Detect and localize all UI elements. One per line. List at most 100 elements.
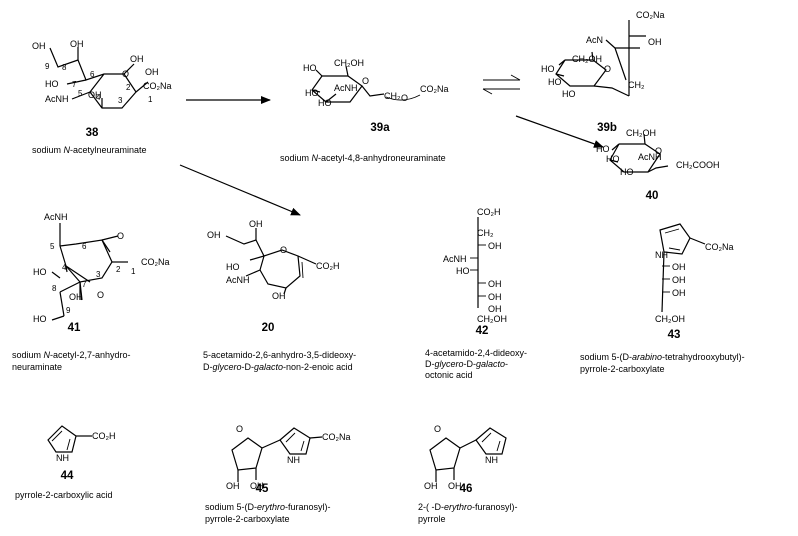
atom-label: HO (562, 89, 576, 99)
atom-label: CH₂ (477, 228, 494, 238)
compound-name: sodium N-acetyl-2,7-anhydro- neuraminate (12, 350, 133, 372)
atom-label: OH (672, 262, 686, 272)
atom-label: CO₂H (477, 207, 501, 217)
compound-name: 2-( -D-erythro-furanosyl)- pyrrole (418, 502, 520, 524)
locant: 2 (126, 83, 131, 92)
atom-label: OH (672, 275, 686, 285)
compound-number: 39a (370, 122, 390, 134)
structure-46-atom-labels: O NH OH OH (424, 424, 498, 491)
locant: 3 (96, 270, 101, 279)
locant: 4 (62, 263, 67, 272)
atom-label: OH (648, 37, 662, 47)
compound-number: 46 (460, 483, 473, 495)
structure-41-atom-labels: AcNH O CO₂Na HO OH O HO (33, 212, 170, 324)
atom-label: OH (488, 292, 502, 302)
compound-name: sodium 5-(D-erythro-furanosyl)- pyrrole-… (205, 502, 333, 524)
structure-39b-bonds (555, 20, 646, 97)
arrow-39b-to-40 (515, 115, 604, 148)
compound-number: 42 (476, 325, 489, 337)
locant: 4 (96, 93, 101, 102)
atom-label: OH (488, 279, 502, 289)
atom-label: CH₂OH (655, 314, 685, 324)
compound-38: OH OH OH O OH CO₂Na HO AcNH OH 9 8 7 6 5… (32, 39, 172, 155)
atom-label: O (97, 290, 104, 300)
structure-44-atom-labels: NH CO₂H (56, 431, 116, 463)
atom-label: CO₂Na (420, 84, 449, 94)
compound-name: pyrrole-2-carboxylic acid (15, 490, 113, 500)
atom-label: OH (488, 304, 502, 314)
locant: 9 (66, 306, 71, 315)
atom-label: HO (541, 64, 555, 74)
compound-number: 45 (256, 483, 269, 495)
structure-40-atom-labels: HO CH₂OH O AcNH HO HO CH₂COOH (596, 128, 720, 177)
atom-label: OH (272, 291, 286, 301)
compound-name: 4-acetamido-2,4-dideoxy- D-glycero-D-gal… (425, 348, 530, 380)
structure-20-atom-labels: OH OH O CO₂H HO AcNH OH (207, 219, 340, 301)
atom-label: AcNH (443, 254, 467, 264)
structure-38-locants: 9 8 7 6 5 4 3 2 1 (45, 62, 153, 105)
atom-label: AcNH (45, 94, 69, 104)
equilibrium-arrows (482, 74, 521, 95)
compound-number: 38 (86, 127, 99, 139)
atom-label: AcNH (638, 152, 662, 162)
locant: 2 (116, 265, 121, 274)
atom-label: O (604, 64, 611, 74)
locant: 7 (82, 280, 87, 289)
structure-45-bonds (231, 427, 323, 482)
atom-label: O (655, 146, 662, 156)
locant: 7 (72, 80, 77, 89)
atom-label: OH (448, 481, 462, 491)
atom-label: CO₂Na (143, 81, 172, 91)
locant: 8 (52, 284, 57, 293)
atom-label: HO (33, 267, 47, 277)
atom-label: OH (69, 292, 83, 302)
structure-42-atom-labels: CO₂H CH₂ OH AcNH HO OH OH OH CH₂OH (443, 207, 507, 324)
atom-label: CO₂Na (705, 242, 734, 252)
compound-number: 41 (68, 322, 81, 334)
structure-41-bonds (51, 223, 128, 321)
atom-label: OH (424, 481, 438, 491)
atom-label: CH₂OH (334, 58, 364, 68)
structure-46-bonds (429, 427, 507, 482)
atom-label: OH (488, 241, 502, 251)
atom-label: O (434, 424, 441, 434)
structure-40-bonds (609, 133, 669, 173)
atom-label: HO (548, 77, 562, 87)
atom-label: OH (145, 67, 159, 77)
atom-label: OH (672, 288, 686, 298)
atom-label: HO (226, 262, 240, 272)
compound-number: 44 (61, 470, 74, 482)
locant: 6 (82, 242, 87, 251)
atom-label: CH₂ (628, 80, 645, 90)
atom-label: HO (33, 314, 47, 324)
atom-label: AcN (586, 35, 603, 45)
compound-40: HO CH₂OH O AcNH HO HO CH₂COOH 40 (596, 128, 720, 202)
atom-label: CO₂Na (322, 432, 351, 442)
atom-label: OH (88, 90, 102, 100)
locant: 5 (78, 89, 83, 98)
atom-label: HO (596, 144, 610, 154)
atom-label: CO₂H (316, 261, 340, 271)
atom-label: HO (606, 154, 620, 164)
atom-label: HO (305, 88, 319, 98)
atom-label: HO (620, 167, 634, 177)
atom-label: OH (249, 219, 263, 229)
structure-38-bonds (49, 47, 149, 109)
atom-label: O (122, 69, 129, 79)
atom-label: CH₂OH (572, 54, 602, 64)
atom-label: CH₂COOH (676, 160, 720, 170)
structure-41-locants: 5 6 4 7 3 2 1 8 9 (50, 242, 136, 315)
structure-42-bonds (470, 217, 486, 308)
compound-43: NH CO₂Na OH OH OH CH₂OH 43 sodium 5-(D-a… (580, 223, 747, 374)
compound-name: sodium 5-(D-arabino-tetrahydrooxybutyl)-… (580, 352, 747, 374)
compound-42: CO₂H CH₂ OH AcNH HO OH OH OH CH₂OH 42 4-… (425, 207, 530, 380)
compound-number: 40 (646, 190, 659, 202)
atom-label: CO₂Na (141, 257, 170, 267)
locant: 1 (148, 95, 153, 104)
locant: 6 (90, 70, 95, 79)
atom-label: HO (45, 79, 59, 89)
atom-label: NH (56, 453, 69, 463)
atom-label: CH₂OH (477, 314, 507, 324)
atom-label: NH (287, 455, 300, 465)
locant: 1 (131, 267, 136, 276)
